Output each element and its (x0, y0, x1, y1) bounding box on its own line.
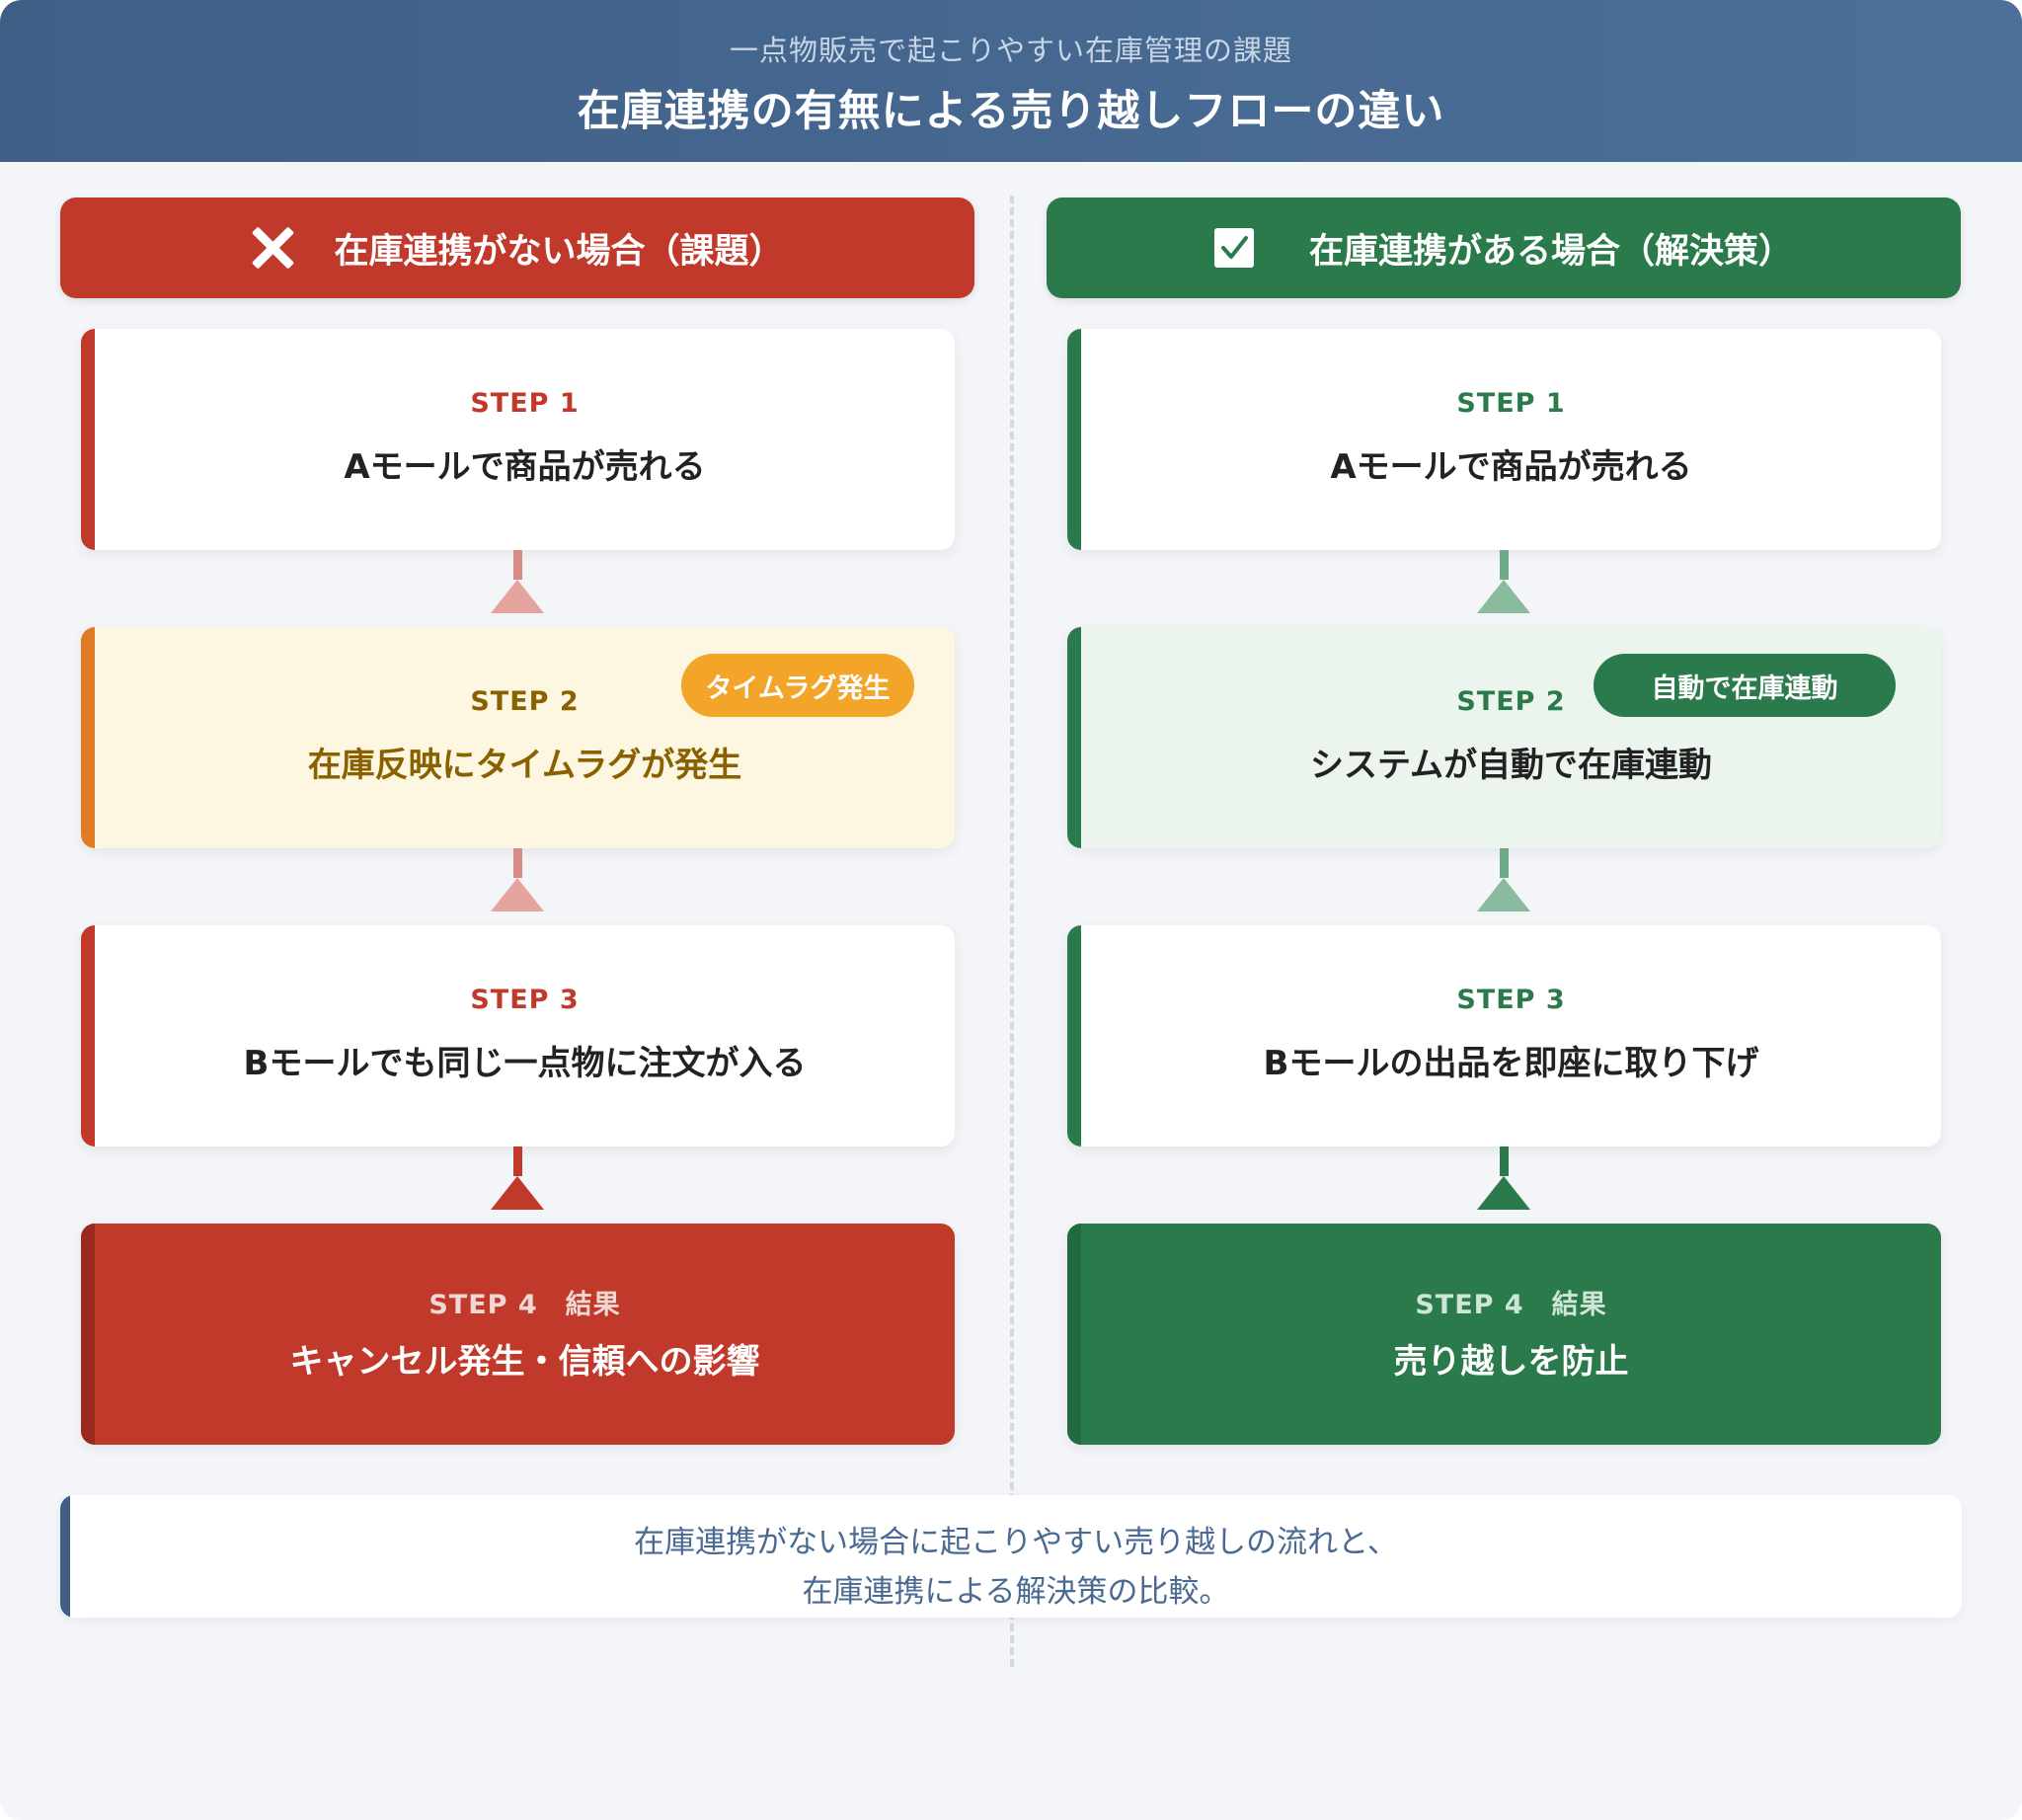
step-text: Aモールで商品が売れる (344, 447, 706, 487)
flow-arrow (1474, 550, 1533, 613)
card-accent-bar (1067, 329, 1081, 550)
card-accent-bar (1067, 627, 1081, 848)
solution-column-heading: 在庫連携がある場合（解決策） (1047, 198, 1961, 298)
note-accent-bar (60, 1495, 70, 1618)
auto-sync-badge: 自動で在庫連動 (1594, 654, 1896, 717)
step-label: STEP 3 (470, 985, 580, 1015)
page-subtitle: 一点物販売で起こりやすい在庫管理の課題 (729, 34, 1292, 67)
step-text: Bモールでも同じ一点物に注文が入る (243, 1044, 807, 1083)
card-accent-bar (81, 329, 95, 550)
time-lag-badge: タイムラグ発生 (681, 654, 914, 717)
summary-note: 在庫連携がない場合に起こりやすい売り越しの流れと、 在庫連携による解決策の比較。 (60, 1495, 1962, 1618)
step-text: 在庫反映にタイムラグが発生 (307, 746, 742, 785)
step-text: キャンセル発生・信頼への影響 (289, 1342, 760, 1382)
solution-step-3-card: STEP 3 Bモールの出品を即座に取り下げ (1067, 925, 1941, 1147)
problem-heading-label: 在庫連携がない場合（課題） (334, 231, 784, 272)
step-label: STEP 1 (1456, 388, 1566, 419)
card-accent-bar (81, 627, 95, 848)
solution-result-card: STEP 4 結果 売り越しを防止 (1067, 1224, 1941, 1445)
step-label: STEP 1 (470, 388, 580, 419)
problem-result-card: STEP 4 結果 キャンセル発生・信頼への影響 (81, 1224, 955, 1445)
flow-arrow (488, 550, 547, 613)
step-text: Bモールの出品を即座に取り下げ (1263, 1044, 1759, 1083)
header: 一点物販売で起こりやすい在庫管理の課題 在庫連携の有無による売り越しフローの違い (0, 0, 2022, 162)
step-text: Aモールで商品が売れる (1330, 447, 1692, 487)
card-accent-bar (1067, 1224, 1081, 1445)
flow-arrow (488, 848, 547, 911)
card-accent-bar (81, 925, 95, 1147)
page-title: 在庫連携の有無による売り越しフローの違い (577, 87, 1445, 136)
x-icon (251, 226, 294, 270)
step-text: システムが自動で在庫連動 (1310, 746, 1712, 785)
problem-step-3-card: STEP 3 Bモールでも同じ一点物に注文が入る (81, 925, 955, 1147)
step-label: STEP 2 (470, 686, 580, 717)
step-label: STEP 2 (1456, 686, 1566, 717)
step-label: STEP 3 (1456, 985, 1566, 1015)
flow-arrow (488, 1147, 547, 1210)
flow-arrow (1474, 848, 1533, 911)
note-line-2: 在庫連携による解決策の比較。 (802, 1574, 1230, 1610)
card-accent-bar (1067, 925, 1081, 1147)
problem-column-heading: 在庫連携がない場合（課題） (60, 198, 974, 298)
step-label: STEP 4 結果 (428, 1290, 621, 1320)
column-divider (1010, 196, 1014, 1667)
solution-heading-label: 在庫連携がある場合（解決策） (1308, 231, 1793, 272)
problem-step-1-card: STEP 1 Aモールで商品が売れる (81, 329, 955, 550)
problem-step-2-card: STEP 2 在庫反映にタイムラグが発生 タイムラグ発生 (81, 627, 955, 848)
step-label: STEP 4 結果 (1415, 1290, 1607, 1320)
solution-step-1-card: STEP 1 Aモールで商品が売れる (1067, 329, 1941, 550)
flow-arrow (1474, 1147, 1533, 1210)
solution-step-2-card: STEP 2 システムが自動で在庫連動 自動で在庫連動 (1067, 627, 1941, 848)
step-text: 売り越しを防止 (1393, 1342, 1629, 1382)
note-line-1: 在庫連携がない場合に起こりやすい売り越しの流れと、 (634, 1525, 1398, 1560)
check-icon (1213, 228, 1254, 268)
card-accent-bar (81, 1224, 95, 1445)
